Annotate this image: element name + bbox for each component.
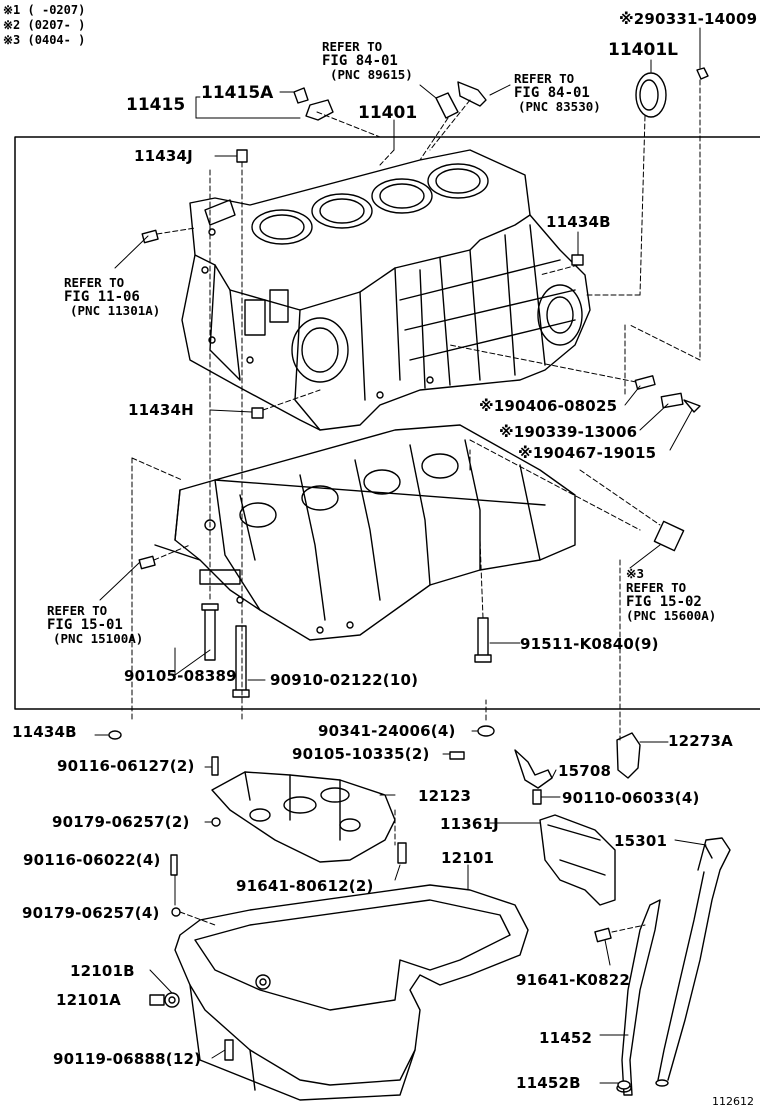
refer-fig84-left[interactable]: REFER TO FIG 84-01 (PNC 89615) (322, 39, 413, 82)
part-label-11434B-mid[interactable]: 11434B (12, 723, 77, 741)
block-frame (15, 137, 760, 709)
legend-row-3: ※3 (0404- ) (3, 33, 86, 47)
part-label-90467-19015[interactable]: ※190467-19015 (518, 444, 657, 462)
part-label-90179-06257-b[interactable]: 90179-06257(4) (22, 904, 160, 922)
part-label-11434H[interactable]: 11434H (128, 401, 194, 419)
part-label-11401L[interactable]: 11401L (608, 40, 678, 60)
part-label-91511-K0840[interactable]: 91511-K0840(9) (520, 635, 659, 653)
part-label-91641-80612[interactable]: 91641-80612(2) (236, 877, 374, 895)
timing-cover-seal (540, 815, 615, 905)
part-label-12101A[interactable]: 12101A (56, 991, 121, 1009)
part-label-12123[interactable]: 12123 (418, 787, 472, 805)
part-label-11415A[interactable]: 11415A (201, 83, 274, 103)
part-label-90341-24006[interactable]: 90341-24006(4) (318, 722, 456, 740)
oil-baffle-plate (212, 772, 395, 862)
part-label-12273A[interactable]: 12273A (668, 732, 733, 750)
part-label-15301[interactable]: 15301 (614, 832, 668, 850)
part-label-90331-14009[interactable]: ※290331-14009 (619, 10, 758, 28)
part-label-90116-06127[interactable]: 90116-06127(2) (57, 757, 195, 775)
part-label-90119-06888[interactable]: 90119-06888(12) (53, 1050, 202, 1068)
refer-fig15-02[interactable]: ※3 REFER TO FIG 15-02 (PNC 15600A) (626, 566, 717, 623)
part-label-90339-13006[interactable]: ※190339-13006 (499, 423, 638, 441)
part-label-11434B-top[interactable]: 11434B (546, 213, 611, 231)
figure-number: 112612 (712, 1095, 754, 1108)
part-label-91641-K0822[interactable]: 91641-K0822 (516, 971, 630, 989)
cylinder-block (182, 150, 590, 430)
part-label-11434J[interactable]: 11434J (134, 147, 193, 165)
part-label-11361J[interactable]: 11361J (440, 815, 499, 833)
part-label-90105-08389[interactable]: 90105-08389 (124, 667, 237, 685)
part-label-90110-06033[interactable]: 90110-06033(4) (562, 789, 700, 807)
part-label-11401[interactable]: 11401 (358, 103, 418, 123)
lower-crankcase (155, 425, 575, 640)
legend-row-1: ※1 ( -0207) (3, 3, 86, 17)
part-label-12101B[interactable]: 12101B (70, 962, 135, 980)
oil-pan (175, 885, 528, 1100)
part-label-90116-06022[interactable]: 90116-06022(4) (23, 851, 161, 869)
rear-oil-seal (636, 73, 666, 117)
part-label-90179-06257-a[interactable]: 90179-06257(2) (52, 813, 190, 831)
dipstick (656, 838, 730, 1086)
part-label-11415[interactable]: 11415 (126, 95, 186, 115)
part-label-90910-02122[interactable]: 90910-02122(10) (270, 671, 419, 689)
legend-row-2: ※2 (0207- ) (3, 18, 86, 32)
leader-lines (95, 28, 706, 1083)
part-label-90406-08025[interactable]: ※190406-08025 (479, 397, 618, 415)
part-label-90105-10335[interactable]: 90105-10335(2) (292, 745, 430, 763)
refer-fig11-06[interactable]: REFER TO FIG 11-06 (PNC 11301A) (64, 275, 161, 318)
refer-fig84-right[interactable]: REFER TO FIG 84-01 (PNC 83530) (514, 71, 601, 114)
refer-fig15-01[interactable]: REFER TO FIG 15-01 (PNC 15100A) (47, 603, 144, 646)
part-label-11452B[interactable]: 11452B (516, 1074, 581, 1092)
part-label-12101[interactable]: 12101 (441, 849, 495, 867)
fasteners (109, 68, 708, 1089)
part-label-11452[interactable]: 11452 (539, 1029, 593, 1047)
part-label-15708[interactable]: 15708 (558, 762, 612, 780)
legend: ※1 ( -0207) ※2 (0207- ) ※3 (0404- ) (3, 3, 85, 48)
